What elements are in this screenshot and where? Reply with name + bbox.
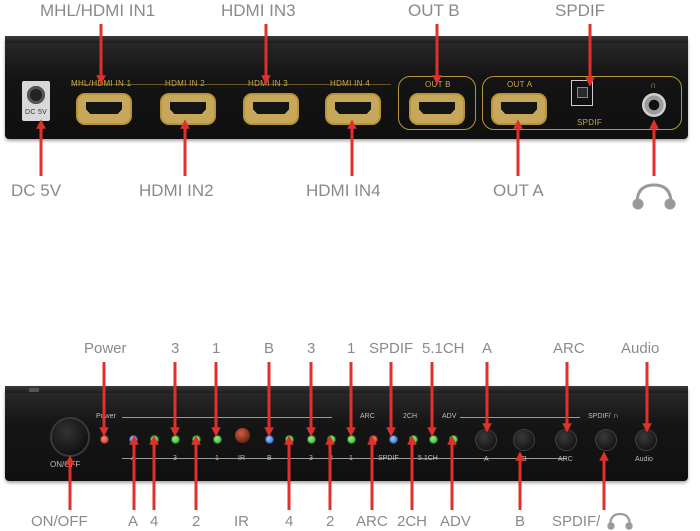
- front-bottom-line: [122, 458, 567, 459]
- arc-silk-top: ARC: [360, 413, 375, 420]
- front-top-line-left: [122, 417, 332, 418]
- callout-led-a2: 2: [192, 513, 201, 530]
- silk-audio: Audio: [635, 456, 653, 463]
- front-top-strip: [5, 386, 688, 393]
- callout-a-btn: A: [482, 340, 493, 357]
- callout-out-b: OUT B: [408, 1, 460, 20]
- silk-a1: 1: [215, 455, 219, 462]
- led-spdif: [389, 435, 398, 444]
- callout-led-b2: 2: [326, 513, 335, 530]
- power-silk: Power: [96, 413, 116, 420]
- callout-dc-5v: DC 5V: [11, 181, 62, 200]
- adv-silk-top: ADV: [442, 413, 457, 420]
- headphones-icon: [632, 183, 676, 210]
- callout-btn-b: B: [515, 513, 526, 530]
- dc-5v-silk: DC 5V: [25, 109, 48, 116]
- out-a-silk: OUT A: [507, 80, 533, 89]
- callout-led-a4: 4: [150, 513, 159, 530]
- callout-led-arc: ARC: [356, 513, 388, 530]
- callout-hdmi-in2: HDMI IN2: [139, 181, 214, 200]
- silk-b1: 1: [349, 455, 353, 462]
- callout-b: B: [264, 340, 275, 357]
- led-b-3: [307, 435, 316, 444]
- button-arc[interactable]: [556, 430, 576, 450]
- silk-btn-a: A: [484, 456, 489, 463]
- callout-spdif-led: SPDIF: [369, 340, 414, 357]
- callout-spdif-hp: SPDIF/: [552, 513, 601, 530]
- power-button[interactable]: [52, 419, 88, 455]
- silk-b3: 3: [309, 455, 313, 462]
- callout-led-2ch: 2CH: [397, 513, 428, 530]
- callout-led-adv: ADV: [440, 513, 471, 530]
- silk-btn-arc: ARC: [558, 456, 573, 463]
- led-power: [100, 435, 109, 444]
- button-spdif[interactable]: [596, 430, 616, 450]
- hdmi-in2-silk: HDMI IN 2: [165, 80, 205, 88]
- silk-ir: IR: [238, 455, 245, 462]
- callout-b1: 1: [347, 340, 356, 357]
- ir-window: [29, 388, 39, 392]
- hdmi-in3-port[interactable]: [243, 93, 299, 125]
- headphones-small-icon: [607, 512, 633, 530]
- out-a-frame: [482, 76, 682, 130]
- callout-a3: 3: [171, 340, 180, 357]
- hdmi-in1-port[interactable]: [76, 93, 132, 125]
- callout-onoff: ON/OFF: [31, 513, 88, 530]
- silk-51ch: 5.1CH: [418, 455, 438, 462]
- button-a[interactable]: [476, 430, 496, 450]
- callout-power: Power: [84, 340, 127, 357]
- led-b: [265, 435, 274, 444]
- rear-panel: DC 5V MHL/HDMI IN 1 HDMI IN 2 HDMI IN 3 …: [5, 36, 688, 139]
- button-audio[interactable]: [636, 430, 656, 450]
- dc-jack-hole: [27, 86, 45, 104]
- out-b-port[interactable]: [409, 93, 465, 125]
- input-divider-line: [71, 84, 391, 85]
- ch2-silk-top: 2CH: [403, 413, 418, 420]
- callout-audio: Audio: [621, 340, 660, 357]
- headphone-jack[interactable]: [642, 93, 666, 117]
- spdif-hp-silk-top: SPDIF/: [588, 413, 611, 420]
- rear-top-strip: [5, 36, 688, 43]
- callout-spdif: SPDIF: [555, 1, 606, 20]
- callout-mhl-hdmi-in1: MHL/HDMI IN1: [40, 1, 156, 20]
- led-51ch: [429, 435, 438, 444]
- ir-receiver: [235, 428, 250, 443]
- callout-51ch: 5.1CH: [422, 340, 465, 357]
- callout-ir: IR: [234, 513, 249, 530]
- led-a-1: [213, 435, 222, 444]
- led-a-3: [171, 435, 180, 444]
- headphones-silk-icon: ∩: [650, 80, 657, 90]
- spdif-silk: SPDIF: [577, 118, 603, 127]
- headphones-silk-top-icon: ∩: [613, 411, 619, 420]
- callout-led-b4: 4: [285, 513, 294, 530]
- callout-out-a: OUT A: [493, 181, 544, 200]
- callout-arc-btn: ARC: [553, 340, 585, 357]
- front-top-line-right: [460, 417, 580, 418]
- button-b[interactable]: [514, 430, 534, 450]
- callout-led-a: A: [128, 513, 139, 530]
- onoff-silk: ON/OFF: [50, 460, 81, 469]
- callout-a1: 1: [212, 340, 221, 357]
- hdmi-in4-silk: HDMI IN 4: [330, 80, 370, 88]
- silk-spdif: SPDIF: [378, 455, 399, 462]
- led-b-1: [347, 435, 356, 444]
- callout-hdmi-in3: HDMI IN3: [221, 1, 296, 20]
- silk-b: B: [267, 455, 272, 462]
- callout-hdmi-in4: HDMI IN4: [306, 181, 381, 200]
- callout-b3: 3: [307, 340, 316, 357]
- silk-a3: 3: [173, 455, 177, 462]
- dc-jack: DC 5V: [22, 81, 50, 121]
